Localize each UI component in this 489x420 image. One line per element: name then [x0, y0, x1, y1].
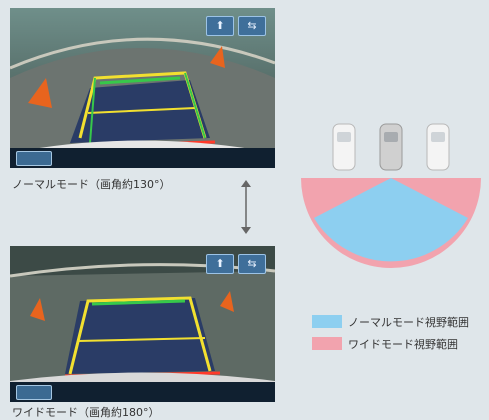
rear-camera-wide-view	[10, 246, 275, 402]
view-angle-diagram	[301, 123, 481, 268]
safety-warning-text	[60, 386, 210, 398]
camera-status-bar	[10, 148, 275, 168]
camera-status-bar	[10, 382, 275, 402]
legend-wide-label: ワイドモード視野範囲	[348, 338, 458, 351]
legend-normal-swatch	[312, 315, 342, 328]
safety-warning-text	[60, 152, 210, 164]
wide-mode-screen: ⬆ ⇆	[10, 246, 275, 402]
camera-mode-button[interactable]	[16, 385, 52, 400]
camera-view-icon[interactable]: ⬆	[206, 254, 234, 274]
camera-mode-button[interactable]	[16, 151, 52, 166]
double-arrow-icon	[241, 180, 251, 234]
legend-normal-label: ノーマルモード視野範囲	[348, 316, 469, 329]
car-icon	[426, 123, 450, 171]
view-mode-icon[interactable]: ⇆	[238, 16, 266, 36]
normal-mode-caption: ノーマルモード（画角約130°）	[12, 178, 171, 191]
camera-view-icon[interactable]: ⬆	[206, 16, 234, 36]
car-icon	[379, 123, 403, 171]
wide-mode-caption: ワイドモード（画角約180°）	[12, 406, 160, 419]
car-icon	[332, 123, 356, 171]
view-mode-icon[interactable]: ⇆	[238, 254, 266, 274]
legend-wide-swatch	[312, 337, 342, 350]
rear-camera-view	[10, 8, 275, 168]
normal-mode-screen: ⬆ ⇆	[10, 8, 275, 168]
